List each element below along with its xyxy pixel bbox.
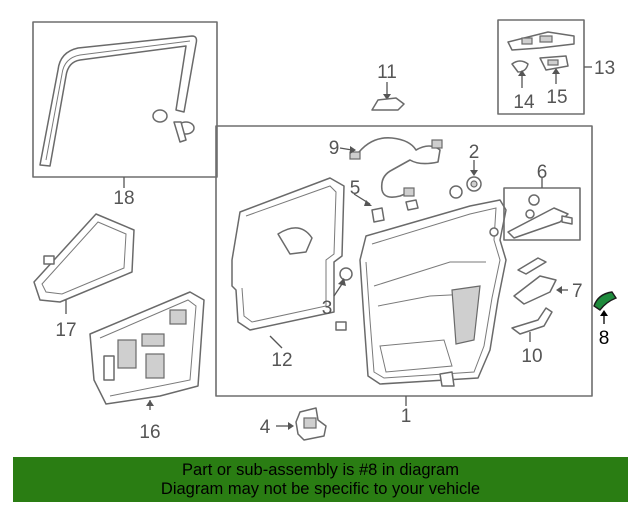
frame-box-18 — [32, 21, 218, 178]
callout-18[interactable]: 18 — [113, 188, 134, 209]
callout-10[interactable]: 10 — [521, 346, 542, 367]
wire-harness-part-9 — [355, 137, 441, 198]
callout-11[interactable]: 11 — [377, 62, 397, 83]
callout-7[interactable]: 7 — [572, 281, 583, 302]
callout-1[interactable]: 1 — [401, 406, 412, 427]
exploded-parts-diagram: 18 13 14 15 11 — [32, 19, 618, 443]
highlighted-part-8 — [593, 291, 618, 311]
callout-9[interactable]: 9 — [329, 138, 340, 159]
part-group-8 — [593, 291, 618, 324]
inside-handle-part-7 — [513, 275, 557, 305]
part-group-16 — [89, 291, 205, 410]
callout-17[interactable]: 17 — [55, 320, 76, 341]
part-group-13 — [497, 19, 585, 115]
banner-line-2: Diagram may not be specific to your vehi… — [160, 480, 481, 498]
fastener-part-3 — [339, 267, 353, 281]
callout-5[interactable]: 5 — [350, 178, 361, 199]
part-group-18 — [32, 21, 218, 178]
info-banner: Part or sub-assembly is #8 in diagram Di… — [13, 457, 628, 502]
callout-3[interactable]: 3 — [322, 298, 333, 319]
callout-14[interactable]: 14 — [513, 92, 535, 113]
callout-15[interactable]: 15 — [546, 87, 567, 108]
trim-part-10 — [511, 307, 553, 335]
handle-bezel-part-6 — [507, 207, 569, 239]
callout-13[interactable]: 13 — [594, 58, 615, 79]
clip-part-18a — [152, 109, 168, 123]
window-regulator-part-16 — [89, 291, 205, 405]
callout-6[interactable]: 6 — [537, 162, 548, 183]
callout-2[interactable]: 2 — [469, 142, 480, 163]
trim-cap-part-11 — [371, 97, 405, 111]
clip-part-5 — [371, 207, 385, 223]
callout-12[interactable]: 12 — [271, 350, 292, 371]
part-group-17 — [33, 213, 135, 314]
water-deflector-part-12 — [231, 177, 345, 331]
switch-cap-part-14 — [511, 60, 529, 73]
frame-box-1 — [215, 125, 593, 397]
trim-piece-part-17 — [33, 213, 135, 303]
part-group-1 — [215, 125, 593, 397]
callout-16[interactable]: 16 — [139, 422, 160, 443]
window-channel-part — [39, 35, 198, 167]
callout-8[interactable]: 8 — [599, 328, 610, 349]
callout-4[interactable]: 4 — [260, 417, 271, 438]
banner-line-1: Part or sub-assembly is #8 in diagram — [182, 461, 459, 479]
